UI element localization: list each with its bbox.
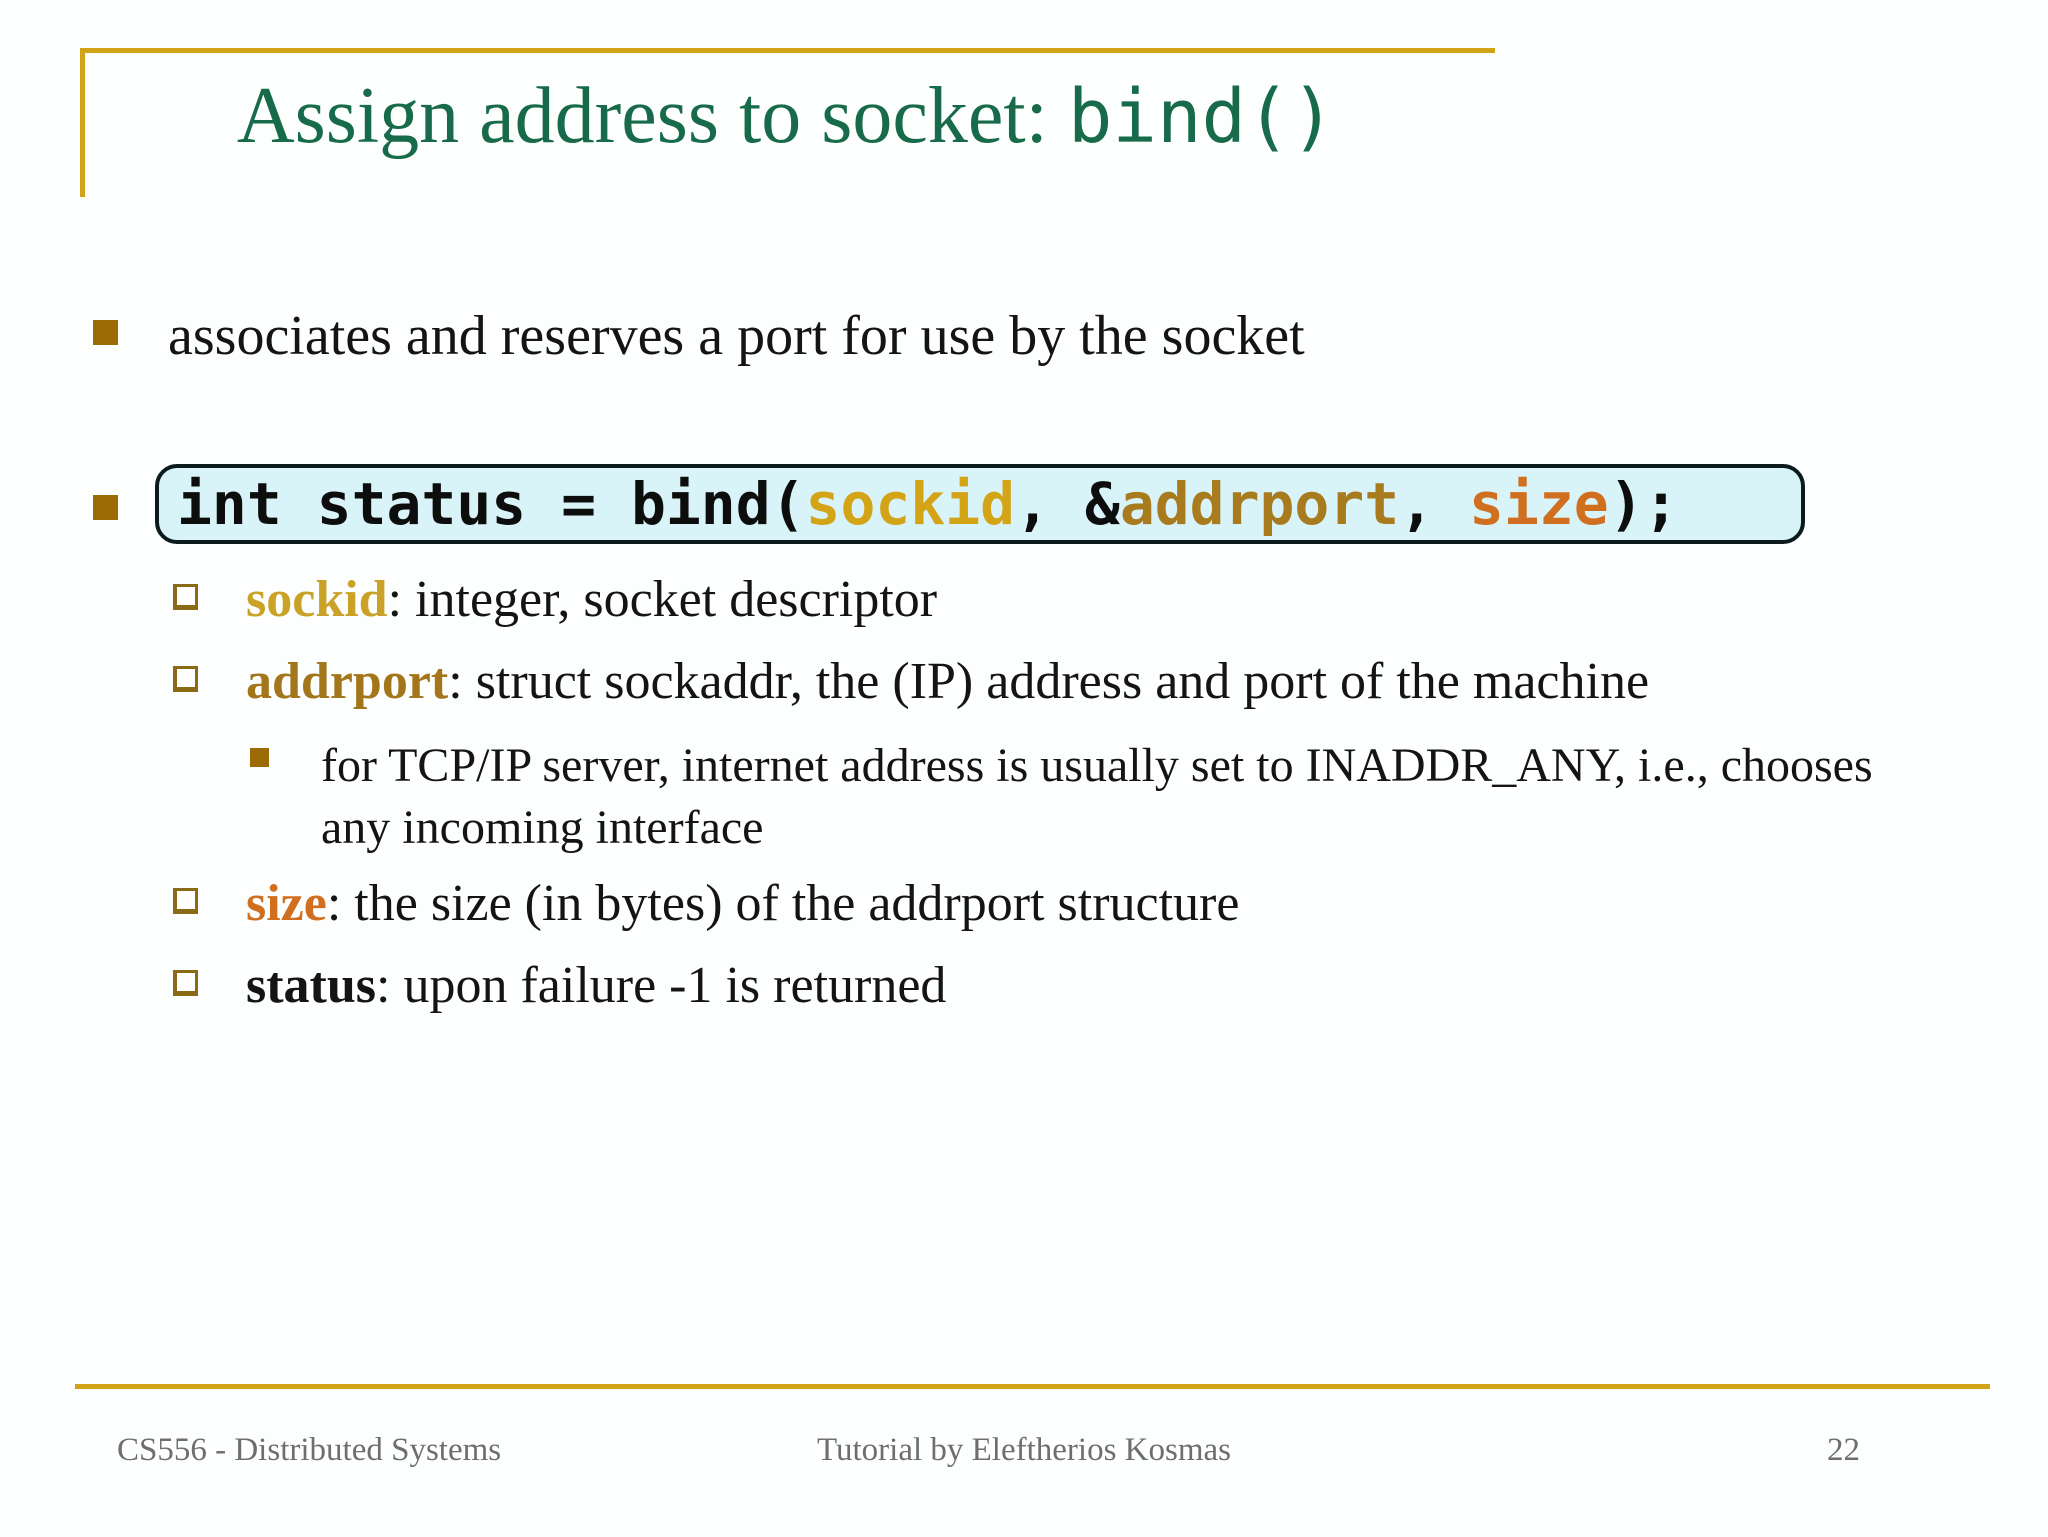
bullet-addrport: addrport: struct sockaddr, the (IP) addr…: [173, 653, 1649, 713]
footer-course: CS556 - Distributed Systems: [117, 1432, 502, 1468]
page-number: 22: [1827, 1432, 1860, 1468]
code-token: int status = bind(: [177, 470, 806, 538]
bullet-inaddr-note: for TCP/IP server, internet address is u…: [250, 739, 1911, 860]
keyword-sockid: sockid: [246, 571, 388, 628]
title-code: bind(): [1067, 74, 1336, 160]
footer-credit: Tutorial by Eleftherios Kosmas: [817, 1432, 1231, 1468]
bullet-status-text: status: upon failure -1 is returned: [246, 954, 946, 1017]
bullet-code: [93, 495, 118, 520]
footer-divider: [75, 1384, 1990, 1389]
sockid-desc: : integer, socket descriptor: [387, 571, 938, 628]
filled-square-bullet-icon: [93, 320, 118, 345]
code-token-size: size: [1469, 470, 1609, 538]
bullet-sockid: sockid: integer, socket descriptor: [173, 571, 937, 631]
keyword-size: size: [246, 875, 327, 932]
hollow-square-bullet-icon: [173, 970, 198, 996]
code-token: );: [1608, 470, 1679, 538]
footer: CS556 - Distributed Systems Tutorial by …: [0, 1432, 2048, 1482]
code-token-addrport: addrport: [1119, 470, 1400, 538]
bullet-sockid-text: sockid: integer, socket descriptor: [246, 568, 937, 631]
size-desc: : the size (in bytes) of the addrport st…: [326, 875, 1240, 932]
code-token: ,: [1399, 470, 1470, 538]
filled-square-bullet-icon: [250, 748, 269, 767]
hollow-square-bullet-icon: [173, 584, 198, 610]
bullet-intro-text: associates and reserves a port for use b…: [168, 305, 1305, 367]
hollow-square-bullet-icon: [173, 888, 198, 914]
filled-square-bullet-icon: [93, 495, 118, 520]
bullet-size-text: size: the size (in bytes) of the addrpor…: [246, 872, 1239, 935]
bullet-size: size: the size (in bytes) of the addrpor…: [173, 875, 1239, 935]
inaddr-note-text: for TCP/IP server, internet address is u…: [321, 739, 1873, 855]
code-token: , &: [1015, 470, 1120, 538]
addrport-desc: : struct sockaddr, the (IP) address and …: [448, 653, 1650, 710]
title-main: Assign address to socket:: [236, 72, 1068, 160]
hollow-square-bullet-icon: [173, 666, 198, 692]
page-title: Assign address to socket: bind(): [80, 62, 1492, 170]
keyword-status: status: [246, 957, 377, 1014]
code-snippet: int status = bind(sockid, &addrport, siz…: [155, 464, 1805, 544]
bullet-addrport-text: addrport: struct sockaddr, the (IP) addr…: [246, 650, 1649, 713]
title-frame: [80, 48, 1495, 197]
keyword-addrport: addrport: [246, 653, 449, 710]
bullet-intro: associates and reserves a port for use b…: [93, 305, 1305, 368]
status-desc: : upon failure -1 is returned: [376, 957, 947, 1014]
code-token-sockid: sockid: [805, 470, 1016, 538]
bullet-status: status: upon failure -1 is returned: [173, 957, 946, 1017]
